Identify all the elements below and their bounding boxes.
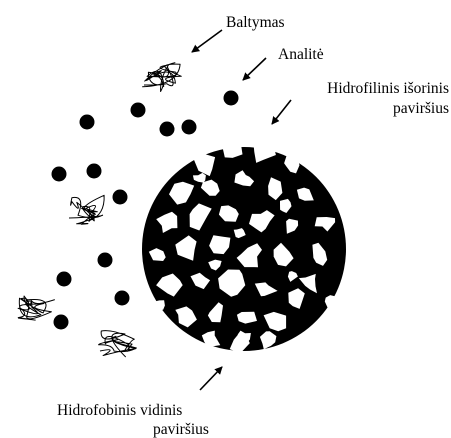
analyte-dot: [113, 190, 128, 205]
outer-surface-label-line2: paviršius: [393, 100, 449, 117]
analyte-dot: [57, 272, 72, 287]
analyte-arrow: [243, 58, 266, 80]
inner-surface-label-line1: Hidrofobinis vidinis: [57, 402, 182, 419]
protein-coil: [99, 331, 137, 357]
analyte-dot: [80, 115, 95, 130]
analyte-dot: [54, 315, 69, 330]
analyte-dot: [131, 103, 146, 118]
inner-surface-arrow: [200, 367, 222, 390]
protein-label: Baltymas: [226, 14, 285, 31]
outer-surface-arrow: [272, 100, 291, 124]
analyte-dot: [115, 291, 130, 306]
analyte-dot: [160, 122, 175, 137]
outer-surface-label-line1: Hidrofilinis išorinis: [327, 80, 449, 97]
analyte-dot: [224, 91, 239, 106]
protein-coil: [69, 195, 104, 224]
protein-coil: [18, 296, 55, 320]
inner-surface-label-line2: paviršius: [153, 421, 209, 438]
porous-particle: [142, 135, 346, 353]
analyte-dot: [87, 164, 102, 179]
analyte-dot: [182, 120, 197, 135]
analyte-label: Analitė: [278, 46, 324, 63]
analyte-dot: [52, 167, 67, 182]
analyte-dot: [98, 253, 113, 268]
protein-arrow: [192, 30, 222, 52]
protein-coil: [143, 63, 182, 92]
